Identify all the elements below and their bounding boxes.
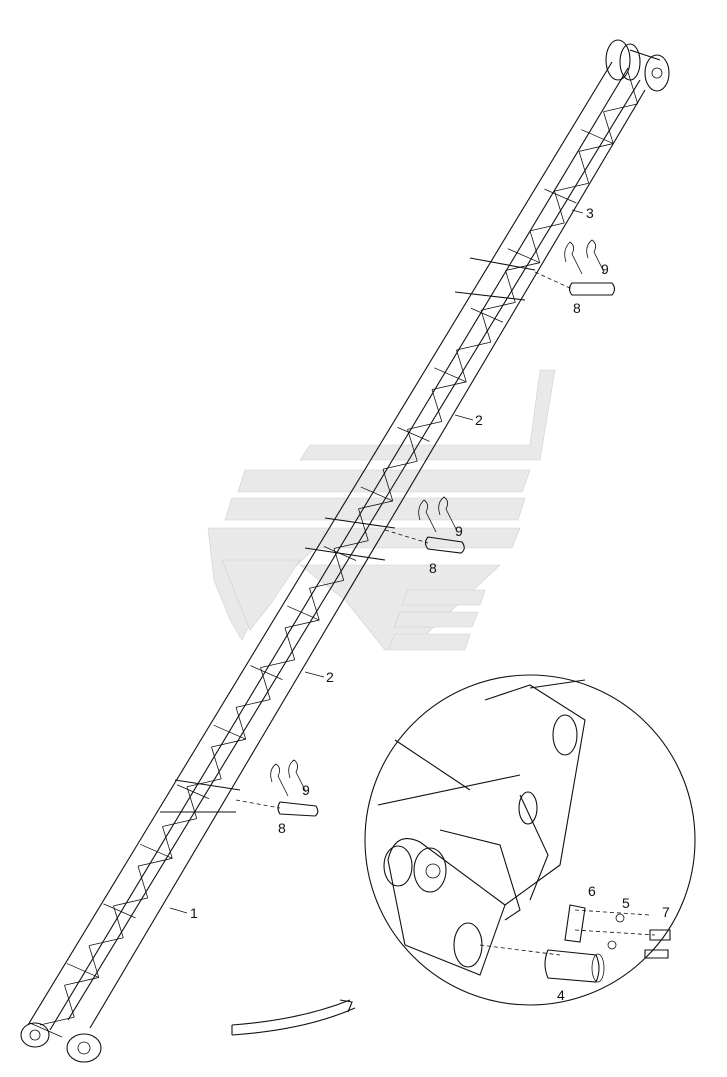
lattice-strut [103,903,136,919]
lattice-brace [309,588,320,621]
lattice-brace [88,945,100,978]
lattice-brace [554,191,565,224]
lattice-boom [27,61,646,1031]
callout-9-lower: 9 [302,782,310,798]
lattice-brace [64,977,99,986]
lattice-strut [397,427,430,442]
head-sheave [605,39,670,92]
watermark-logo [207,369,556,651]
detail-arrow [231,999,356,1036]
leader-lines [169,209,584,914]
lattice-brace [186,778,222,788]
lattice-brace [407,429,418,462]
lattice-brace [39,1016,75,1026]
lattice-brace [456,349,467,382]
lattice-strut [29,1022,63,1038]
lattice-brace [235,707,247,740]
pin-assembly-middle [384,496,465,554]
foot-sheave [20,1022,102,1063]
lattice-brace [358,508,369,541]
callout-4: 4 [557,987,565,1003]
callout-7: 7 [662,904,670,920]
lattice-brace [211,738,246,748]
callout-1: 1 [190,905,198,921]
lattice-strut [360,486,393,502]
lattice-brace [137,866,149,899]
lattice-strut [66,963,99,978]
lattice-brace [284,619,320,629]
lattice-strut [323,546,357,561]
lattice-brace [235,699,271,708]
lattice-strut [581,129,614,144]
lattice-brace [113,897,148,907]
lattice-brace [480,310,492,343]
lattice-brace [529,222,565,232]
lattice-brace [358,500,393,510]
lattice-brace [284,627,296,660]
callout-8-upper: 8 [573,300,581,316]
callout-3: 3 [586,205,594,221]
lattice-brace [603,103,638,113]
detail-view [364,674,696,1006]
lattice-brace [113,905,124,938]
lattice-brace [505,262,540,271]
callout-2-lower: 2 [326,669,334,685]
lattice-brace [382,460,418,470]
callout-9-upper: 9 [601,261,609,277]
lattice-brace [162,818,197,827]
lattice-strut [140,843,173,859]
lattice-brace [456,341,491,351]
lattice-brace [431,389,443,422]
lattice-strut [250,665,283,680]
pin-assembly-upper [534,239,616,296]
lattice-brace [211,746,222,780]
lattice-strut [507,248,540,264]
lattice-brace [578,143,614,152]
callout-9-middle: 9 [455,523,463,539]
lattice-brace [88,937,124,946]
callout-5: 5 [622,895,630,911]
lattice-strut [213,724,246,740]
callout-8-middle: 8 [429,560,437,576]
lattice-brace [260,667,271,700]
callout-2-upper: 2 [475,412,483,428]
lattice-brace [333,540,369,549]
lattice-strut [434,367,467,383]
lattice-strut [176,784,210,800]
lattice-strut [544,188,577,204]
lattice-brace [554,182,589,192]
lattice-brace [137,857,173,867]
callout-8-lower: 8 [278,820,286,836]
lattice-brace [407,421,442,430]
lattice-brace [382,468,394,502]
lattice-brace [186,786,198,819]
lattice-brace [480,302,516,311]
lattice-brace [431,381,467,391]
lattice-brace [260,659,295,669]
boom-lattice-bracing [29,71,639,1038]
lattice-strut [287,605,320,621]
callout-6: 6 [588,883,596,899]
pin-assembly-lower [235,759,319,817]
lattice-brace [505,270,516,303]
lattice-strut [470,307,504,323]
lattice-brace [529,230,541,263]
lattice-brace [603,111,614,144]
lattice-brace [162,826,173,859]
lattice-brace [309,579,344,589]
lattice-brace [64,985,75,1018]
lattice-brace [333,548,345,581]
lattice-brace [627,71,639,104]
lattice-brace [578,151,590,184]
